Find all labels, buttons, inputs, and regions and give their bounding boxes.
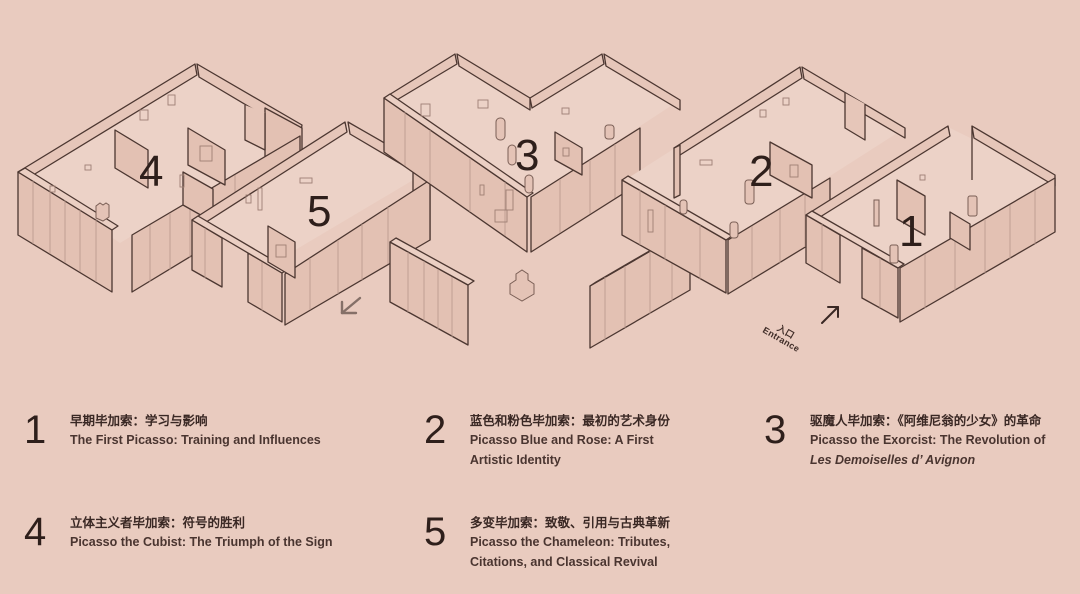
legend-number: 4 <box>24 510 47 554</box>
legend-title-en: Picasso the Exorcist: The Revolution of <box>810 433 1046 447</box>
room-2-walls <box>621 66 906 295</box>
isometric-floor-plan <box>17 53 1056 349</box>
legend-title-cn: 驱魔人毕加索：《阿维尼翁的少女》的革命 <box>810 414 1042 428</box>
exit-arrow-icon <box>340 296 362 315</box>
legend-title-en: Picasso Blue and Rose: A First Artistic … <box>469 433 654 467</box>
legend-text: 驱魔人毕加索：《阿维尼翁的少女》的革命 Picasso the Exorcist… <box>810 410 1045 470</box>
room-number-3: 3 <box>515 131 540 180</box>
legend-title-en-italic: Les Demoiselles d’ Avignon <box>810 453 976 467</box>
legend-title-cn: 多变毕加索：致敬、引用与古典革新 <box>470 516 671 530</box>
room-number-5: 5 <box>307 187 332 236</box>
legend-number: 3 <box>764 408 787 452</box>
legend-number: 2 <box>424 408 447 452</box>
legend-number: 1 <box>24 408 47 452</box>
room-number-2: 2 <box>749 147 774 196</box>
legend-title-en: Picasso the Cubist: The Triumph of the S… <box>70 535 333 549</box>
legend-item-1: 1 早期毕加索：学习与影响 The First Picasso: Trainin… <box>24 410 394 450</box>
legend-text: 早期毕加索：学习与影响 The First Picasso: Training … <box>70 410 321 450</box>
room-4-walls <box>17 63 303 293</box>
legend-title-cn: 蓝色和粉色毕加索：最初的艺术身份 <box>469 414 670 428</box>
legend-title-cn: 早期毕加索：学习与影响 <box>70 414 208 428</box>
room-number-1: 1 <box>899 207 924 256</box>
room-3-walls <box>383 53 681 302</box>
freestanding-wall-left <box>389 237 475 346</box>
legend-item-5: 5 多变毕加索：致敬、引用与古典革新 Picasso the Chameleon… <box>424 512 714 572</box>
room-number-4: 4 <box>139 147 164 196</box>
legend-title-cn: 立体主义者毕加索：符号的胜利 <box>70 516 246 530</box>
legend-text: 立体主义者毕加索：符号的胜利 Picasso the Cubist: The T… <box>70 512 333 552</box>
legend-item-4: 4 立体主义者毕加索：符号的胜利 Picasso the Cubist: The… <box>24 512 404 552</box>
legend-item-2: 2 蓝色和粉色毕加索：最初的艺术身份 Picasso Blue and Rose… <box>424 410 674 470</box>
legend-text: 蓝色和粉色毕加索：最初的艺术身份 Picasso Blue and Rose: … <box>470 410 674 470</box>
legend-number: 5 <box>424 510 447 554</box>
legend-title-en: Picasso the Chameleon: Tributes, Citatio… <box>470 535 671 569</box>
entrance-arrow-icon <box>821 306 839 324</box>
room-1-walls <box>805 125 1056 323</box>
legend-text: 多变毕加索：致敬、引用与古典革新 Picasso the Chameleon: … <box>470 512 700 572</box>
legend-title-en: The First Picasso: Training and Influenc… <box>70 433 321 447</box>
floor-plan-map: 4 5 3 2 1 入口 Entrance <box>17 53 1056 354</box>
legend-item-3: 3 驱魔人毕加索：《阿维尼翁的少女》的革命 Picasso the Exorci… <box>764 410 1074 470</box>
